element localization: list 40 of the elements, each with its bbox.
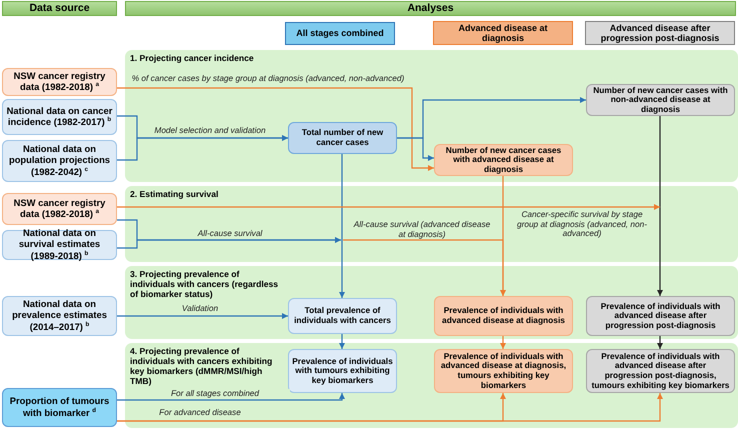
arrow — [339, 334, 345, 349]
header-bar: Data source — [2, 1, 117, 16]
arrow — [117, 393, 663, 422]
data-source-box: Proportion of tumours with biomarker $^{d}$ — [2, 388, 117, 427]
arrow — [117, 87, 434, 171]
arrow — [339, 154, 345, 298]
arrow — [117, 135, 288, 161]
process-box: Prevalence of individuals with advanced disease after progression post-diagnosis — [586, 296, 735, 336]
arrow — [117, 393, 345, 401]
process-box: Prevalence of individuals with advanced disease at diagnosis — [434, 296, 573, 336]
arrow — [117, 237, 341, 249]
data-source-box: NSW cancer registry data (1982-2018) $^{a}$ — [2, 68, 117, 96]
column-header: Advanced disease at diagnosis — [433, 21, 573, 45]
process-box: Total number of new cancer cases — [288, 122, 397, 154]
header-bar: Analyses — [125, 1, 736, 16]
column-header: Advanced disease after progression post-diagnosis — [585, 21, 735, 45]
arrow — [117, 204, 660, 210]
panel-heading: 4. Projecting prevalence of individuals with cancers exhibiting key biomarkers (dMMR/MSI/high TMB) — [130, 347, 274, 386]
arrow — [500, 336, 506, 349]
arrow — [657, 116, 663, 296]
data-source-box: National data on survival estimates (1989-2018) $^{b}$ — [2, 230, 117, 260]
process-box: Total prevalence of individuals with cancers — [288, 298, 397, 334]
process-box: Number of new cancer cases with advanced disease at diagnosis — [434, 144, 573, 176]
data-source-box: National data on cancer incidence (1982-2017) $^{b}$ — [2, 99, 117, 135]
edge-label: All-cause survival (advanced disease at diagnosis) — [352, 220, 492, 240]
arrow — [343, 239, 506, 296]
data-source-box: NSW cancer registry data (1982-2018) $^{a}$ — [2, 193, 117, 225]
data-source-box: National data on population projections (1982-2042) $^{c}$ — [2, 140, 117, 182]
arrow — [117, 313, 288, 319]
data-source-box: National data on prevalence estimates (2014–2017) $^{b}$ — [2, 296, 117, 336]
column-header: All stages combined — [285, 22, 395, 45]
panel-heading: 1. Projecting cancer incidence — [130, 54, 255, 64]
arrow — [397, 137, 434, 161]
panel-heading: 3. Projecting prevalence of individuals with cancers (regardless of biomarker status) — [130, 270, 280, 300]
arrow — [657, 336, 663, 349]
process-box: Prevalence of individuals with advanced disease at diagnosis, tumours exhibiting key biomarkers — [434, 349, 573, 393]
process-box: Number of new cancer cases with non-advanced disease at diagnosis — [586, 84, 735, 116]
process-box: Prevalence of individuals with tumours exhibiting key biomarkers — [288, 349, 397, 393]
process-box: Prevalence of individuals with advanced disease after progression post-diagnosis, tumours exhibiting key biomarkers — [586, 349, 735, 393]
panel-heading: 2. Estimating survival — [130, 190, 220, 200]
